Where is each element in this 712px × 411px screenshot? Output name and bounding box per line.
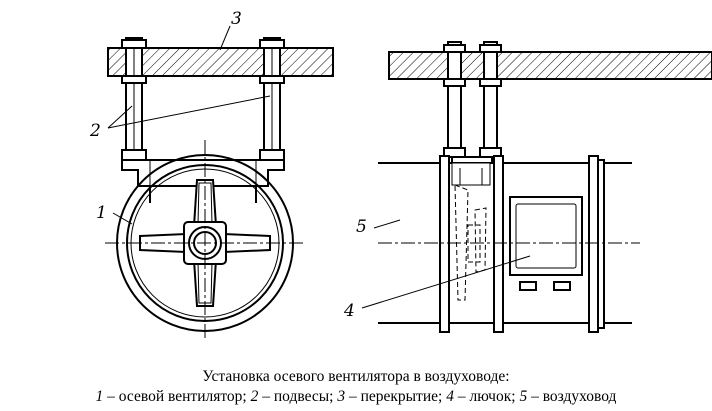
ceiling-slab-right <box>388 51 712 80</box>
hanger-rods-right <box>443 41 502 164</box>
caption-legend: 1 – осевой вентилятор; 2 – подвесы; 3 – … <box>0 388 712 406</box>
hanger-rods-left <box>121 37 285 161</box>
label-hangers: 2 <box>89 121 101 141</box>
legend-num-2: 2 <box>250 388 259 405</box>
legend-text-5: – воздуховод <box>527 388 617 405</box>
fan-hidden-outline <box>451 162 491 301</box>
label-duct: 5 <box>356 217 367 237</box>
front-view <box>105 37 334 340</box>
legend-text-2: – подвесы; <box>258 388 338 405</box>
label-fan: 1 <box>96 203 107 223</box>
label-hatch: 4 <box>343 301 355 321</box>
ceiling-slab-left <box>107 47 334 77</box>
legend-num-3: 3 <box>337 388 346 405</box>
legend-num-1: 1 <box>95 388 104 405</box>
legend-text-3: – перекрытие; <box>345 388 447 405</box>
duct-flanges <box>439 155 605 333</box>
label-ceiling: 3 <box>231 9 242 29</box>
legend-text-4: – лючок; <box>453 388 520 405</box>
legend-text-1: – осевой вентилятор; <box>103 388 251 405</box>
side-view <box>378 41 712 333</box>
inspection-hatch <box>509 196 583 291</box>
leader-lines <box>107 25 531 309</box>
legend-num-5: 5 <box>519 388 528 405</box>
legend-num-4: 4 <box>446 388 454 405</box>
caption-title: Установка осевого вентилятора в воздухов… <box>202 368 510 385</box>
